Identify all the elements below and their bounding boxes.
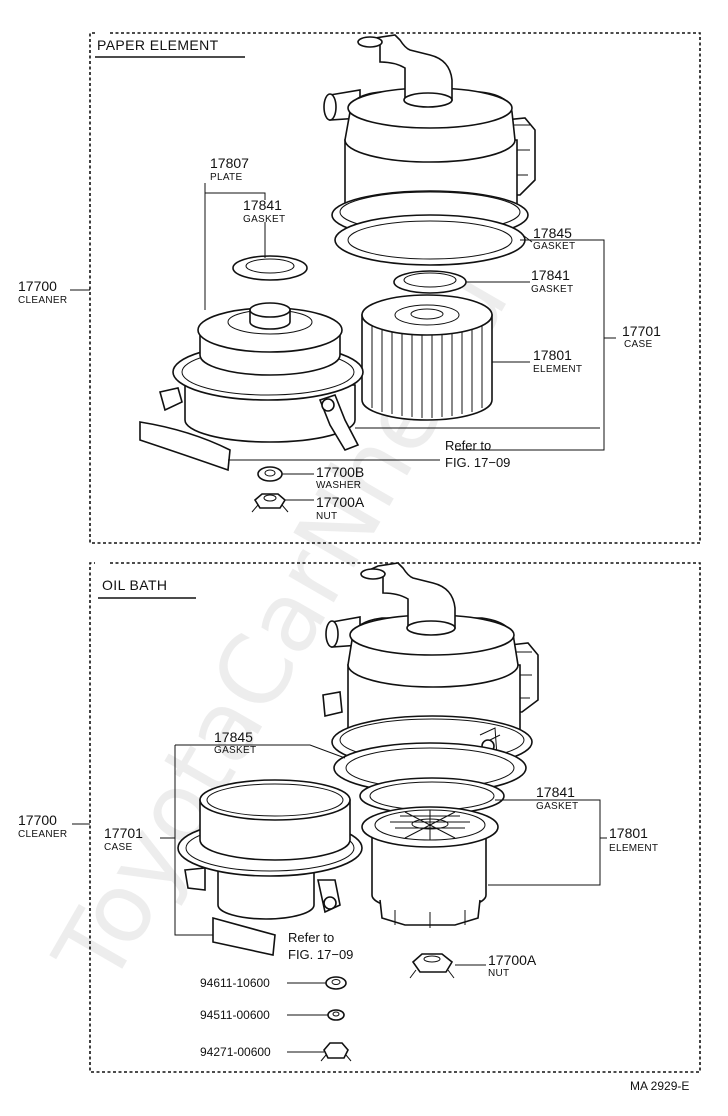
figure-code: MA 2929-E [630,1079,689,1093]
pe-nut-caption: NUT [316,511,337,522]
ob-part-94511: 94511-00600 [200,1008,270,1022]
ob-part-94271: 94271-00600 [200,1045,271,1059]
ob-gasket-left-number: 17845 [214,729,253,745]
ob-case-caption: CASE [104,842,132,853]
paper-element-section: PAPER ELEMENT 17700 CLEANER [18,32,701,544]
ob-washer-94611 [325,976,347,990]
ob-refer-line1: Refer to [288,930,334,945]
paper-element-title-bg [95,36,247,54]
ob-element-caption: ELEMENT [609,843,658,854]
ob-gasket-left-caption: GASKET [214,745,256,756]
ob-part-94611: 94611-10600 [200,976,270,990]
ob-nut-caption: NUT [488,968,509,979]
pe-cover-assembly [323,34,536,266]
pe-gasket-17841-left [232,255,308,281]
ob-nut-number: 17700A [488,952,537,968]
pe-nut-number: 17700A [316,494,365,510]
ob-refer-line2: FIG. 17−09 [288,947,353,962]
pe-nut-17700a [251,493,289,513]
ob-nut-17700a [409,953,455,979]
ob-cover-assembly [322,562,539,794]
pe-plate-number: 17807 [210,155,249,171]
ob-gasket-17841 [359,777,505,815]
pe-element-number: 17801 [533,347,572,363]
pe-case-number: 17701 [622,323,661,339]
pe-gasket-top-caption: GASKET [533,241,575,252]
pe-gasket-right-number: 17841 [531,267,570,283]
ob-case-number: 17701 [104,825,143,841]
ob-lockwasher-94511 [327,1009,345,1021]
ob-cleaner-caption: CLEANER [18,829,67,840]
pe-element-caption: ELEMENT [533,364,582,375]
oil-bath-section: OIL BATH 17700 CLEANER [18,562,701,1073]
pe-gasket-17841-right [393,270,467,294]
ob-element-number: 17801 [609,825,648,841]
pe-refer-line2: FIG. 17−09 [445,455,510,470]
pe-gasket-left-number: 17841 [243,197,282,213]
pe-element-17801 [361,294,493,421]
pe-cleaner-caption: CLEANER [18,295,67,306]
oil-bath-frame [89,562,701,1073]
pe-refer-line1: Refer to [445,438,491,453]
pe-gasket-top-number: 17845 [533,225,572,241]
paper-element-frame [89,32,701,544]
ob-case-17701 [177,779,363,956]
pe-washer-caption: WASHER [316,480,361,491]
paper-element-title: PAPER ELEMENT [97,37,219,53]
oil-bath-title: OIL BATH [102,577,167,593]
pe-washer-number: 17700B [316,464,364,480]
pe-plate-caption: PLATE [210,172,242,183]
ob-gasket-right-number: 17841 [536,784,575,800]
pe-gasket-right-caption: GASKET [531,284,573,295]
pe-gasket-left-caption: GASKET [243,214,285,225]
oil-bath-title-bg [98,575,198,593]
ob-cleaner-number: 17700 [18,812,57,828]
pe-case-caption: CASE [624,339,652,350]
ob-nut-94271 [320,1042,352,1062]
pe-washer-17700b [257,466,283,482]
pe-case-assembly [139,302,364,472]
pe-cleaner-number: 17700 [18,278,57,294]
ob-element-17801 [361,806,499,928]
ob-gasket-right-caption: GASKET [536,801,578,812]
